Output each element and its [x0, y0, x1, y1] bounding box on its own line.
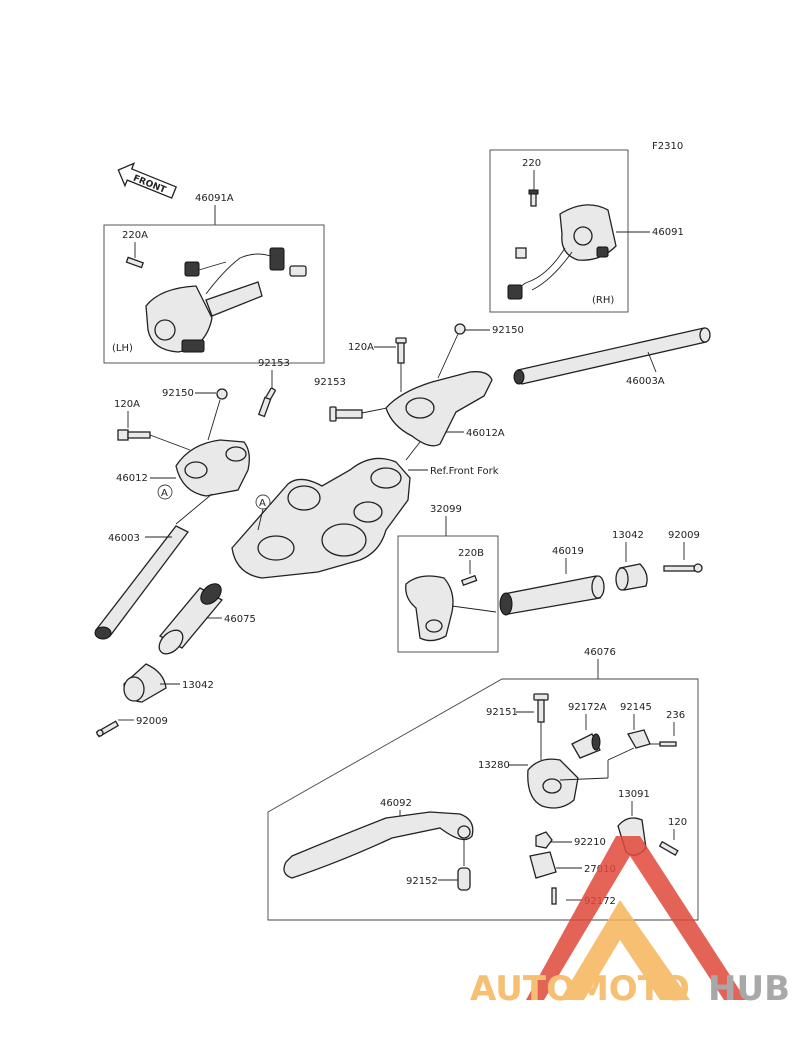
- adjuster-92172A-icon: [571, 733, 601, 759]
- left-grip-icon: [158, 583, 224, 655]
- circle-A-right: A: [259, 498, 266, 509]
- label-92151: 92151: [486, 707, 518, 718]
- switch-27010-icon: [529, 851, 557, 879]
- nut-92210-icon: [535, 831, 553, 849]
- throttle-housing-icon: [405, 575, 454, 642]
- label-92009-left: 92009: [136, 716, 168, 727]
- label-46076: 46076: [584, 647, 616, 658]
- label-236: 236: [666, 710, 685, 721]
- watermark-logo: AUTOMOTO HUB: [470, 836, 790, 1009]
- screw-236-icon: [659, 741, 677, 747]
- label-13280: 13280: [478, 760, 510, 771]
- label-46092: 46092: [380, 798, 412, 809]
- brake-lever-46092-icon: [283, 811, 474, 879]
- screw-220-icon: [528, 189, 539, 207]
- top-triple-clamp-icon: [231, 457, 411, 579]
- label-120A-left: 120A: [114, 399, 140, 410]
- spring-92145-icon: [627, 729, 651, 749]
- ref-front-fork: Ref.Front Fork: [430, 466, 499, 477]
- bolt-92150-top-icon: [454, 323, 466, 335]
- label-220-rh: 220: [522, 158, 541, 169]
- screw-92172-icon: [551, 887, 557, 905]
- label-92172A: 92172A: [568, 702, 607, 713]
- lever-holder-13280-icon: [527, 758, 579, 809]
- label-46091: 46091: [652, 227, 684, 238]
- label-120: 120: [668, 817, 687, 828]
- right-handlebar-holder-icon: [385, 371, 493, 447]
- circle-A-left: A: [161, 488, 168, 499]
- label-13091: 13091: [618, 789, 650, 800]
- rh-switch-housing-icon: [507, 204, 617, 300]
- label-32099: 32099: [430, 504, 462, 515]
- figure-code: F2310: [652, 141, 683, 152]
- label-92009-right: 92009: [668, 530, 700, 541]
- label-46019: 46019: [552, 546, 584, 557]
- label-120A-top: 120A: [348, 342, 374, 353]
- throttle-box: [397, 535, 499, 653]
- label-92150-top: 92150: [492, 325, 524, 336]
- bolt-92153-left-icon: [257, 387, 276, 418]
- label-92150-left: 92150: [162, 388, 194, 399]
- bolt-92150-left-icon: [216, 388, 228, 400]
- pivot-bolt-92151-icon: [533, 693, 549, 723]
- right-bar-end-weight-icon: [615, 563, 648, 591]
- right-bar-end-screw-icon: [663, 563, 703, 573]
- screw-220B-icon: [460, 574, 478, 587]
- label-92145: 92145: [620, 702, 652, 713]
- bolt-120A-top-icon: [395, 337, 407, 364]
- watermark-text-hub: HUB: [708, 969, 790, 1009]
- left-bar-end-screw-icon: [95, 720, 120, 738]
- label-92152: 92152: [406, 876, 438, 887]
- collar-92152-icon: [457, 867, 471, 891]
- bolt-92153-mid-icon: [329, 406, 363, 422]
- label-46003A: 46003A: [626, 376, 665, 387]
- left-handlebar-holder-icon: [175, 439, 250, 497]
- left-bar-end-weight-icon: [123, 663, 167, 703]
- label-92153-mid: 92153: [314, 377, 346, 388]
- watermark-text-automoto: AUTOMOTO: [470, 969, 690, 1009]
- label-46003: 46003: [108, 533, 140, 544]
- label-46091A: 46091A: [195, 193, 234, 204]
- lh-switch-housing-icon: [145, 247, 307, 353]
- right-grip-icon: [499, 575, 605, 616]
- label-13042-left: 13042: [182, 680, 214, 691]
- rh-switch-box: [489, 149, 629, 313]
- label-46075: 46075: [224, 614, 256, 625]
- label-46012A: 46012A: [466, 428, 505, 439]
- label-220A: 220A: [122, 230, 148, 241]
- label-rh: (RH): [592, 295, 614, 306]
- screw-220A-icon: [125, 256, 145, 269]
- lh-switch-box: [103, 224, 325, 364]
- bolt-120-icon: [658, 840, 679, 856]
- bolt-120A-left-icon: [117, 429, 151, 441]
- right-handlebar-tube-icon: [513, 327, 711, 385]
- label-220B: 220B: [458, 548, 484, 559]
- label-13042-right: 13042: [612, 530, 644, 541]
- front-arrow-icon: FRONT: [117, 162, 178, 199]
- left-handlebar-tube-icon: [94, 525, 189, 640]
- label-92210: 92210: [574, 837, 606, 848]
- label-46012: 46012: [116, 473, 148, 484]
- lever-assembly-box: [267, 678, 699, 921]
- label-92153-left: 92153: [258, 358, 290, 369]
- label-lh: (LH): [112, 343, 133, 354]
